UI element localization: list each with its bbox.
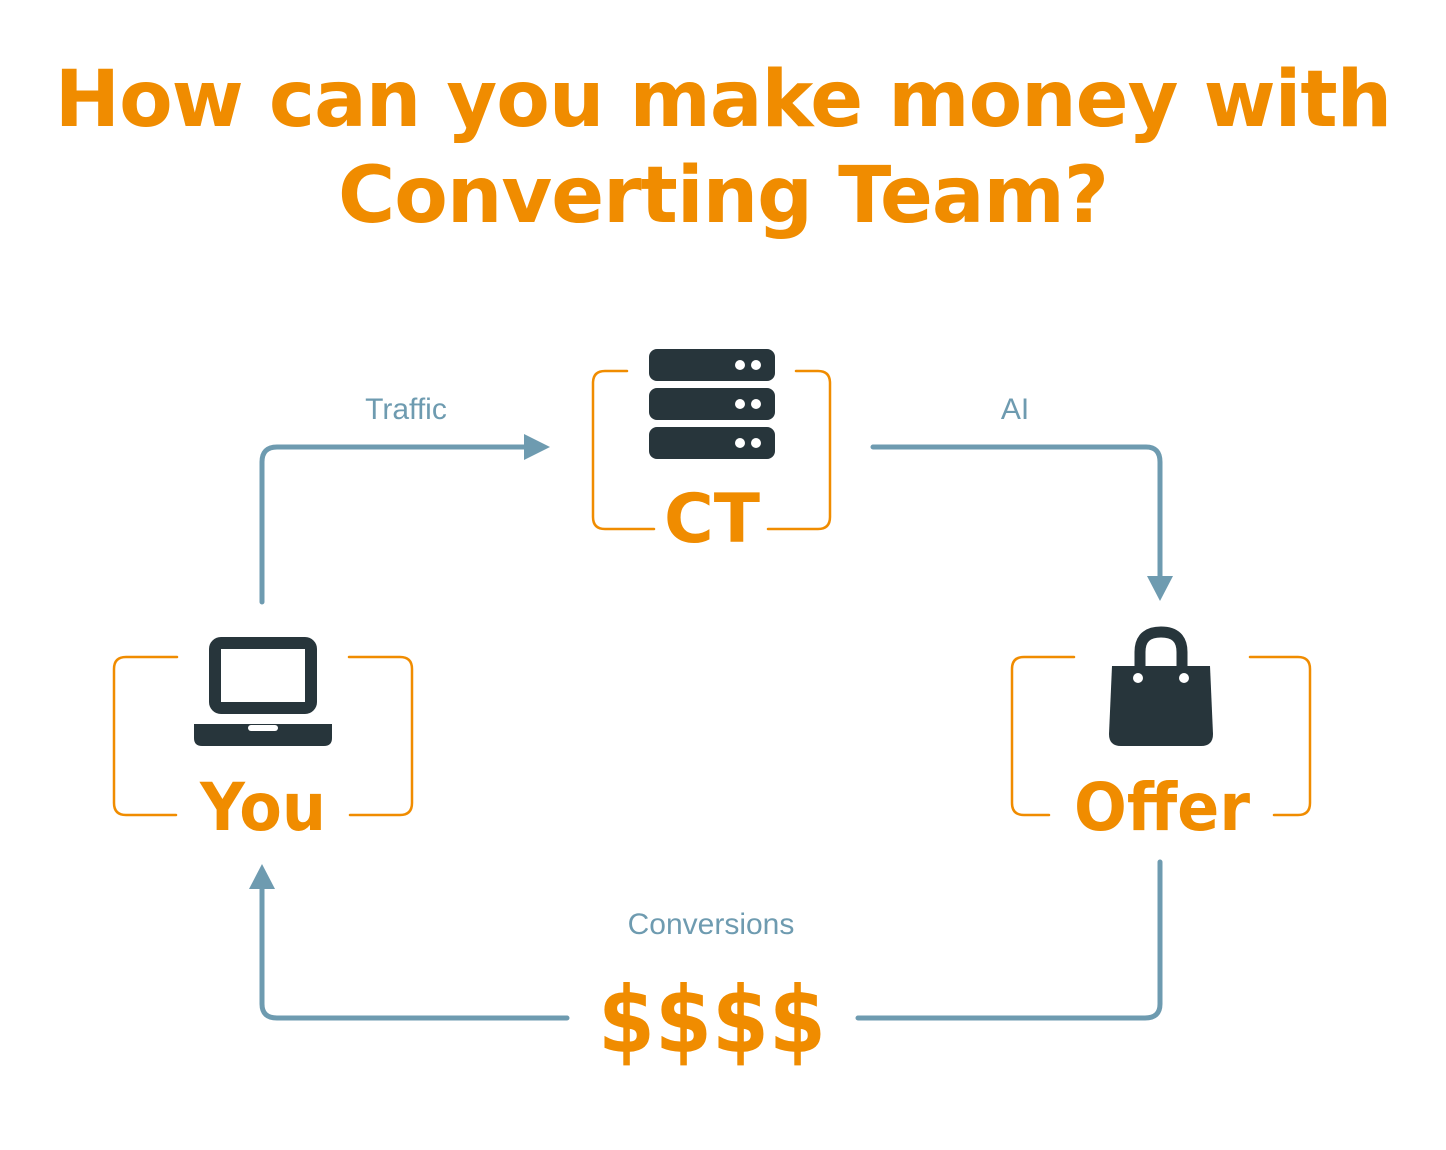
conversions-connector-left: [259, 885, 570, 1021]
page-title: How can you make money with Converting T…: [0, 52, 1446, 244]
shopping-bag-icon: [1109, 626, 1213, 746]
ct-node: CT: [591, 349, 832, 559]
offer-label: Offer: [1074, 769, 1250, 846]
arrowheads: [249, 434, 1173, 889]
traffic-connector: [259, 444, 531, 605]
conversions-arrowhead: [249, 864, 275, 889]
traffic-label: Traffic: [365, 393, 447, 426]
server-icon: [649, 349, 775, 459]
title-line-2: Converting Team?: [337, 151, 1109, 241]
you-bracket: [112, 655, 414, 817]
laptop-icon: [194, 637, 332, 746]
ai-label: AI: [1001, 393, 1029, 426]
ct-label: CT: [664, 480, 761, 559]
ai-arrowhead: [1147, 576, 1173, 601]
traffic-arrowhead: [524, 434, 550, 460]
ai-connector: [870, 444, 1163, 583]
offer-bracket: [1010, 655, 1312, 817]
ct-bracket: [591, 369, 832, 531]
money-label: $$$$: [598, 967, 826, 1074]
conversions-label: Conversions: [628, 908, 795, 941]
offer-node: Offer: [1010, 626, 1312, 846]
conversions-connector-right: [855, 859, 1163, 1021]
title-line-1: How can you make money with: [54, 55, 1392, 145]
you-label: You: [199, 769, 326, 846]
connectors: [259, 444, 1163, 1021]
you-node: You: [112, 637, 414, 846]
